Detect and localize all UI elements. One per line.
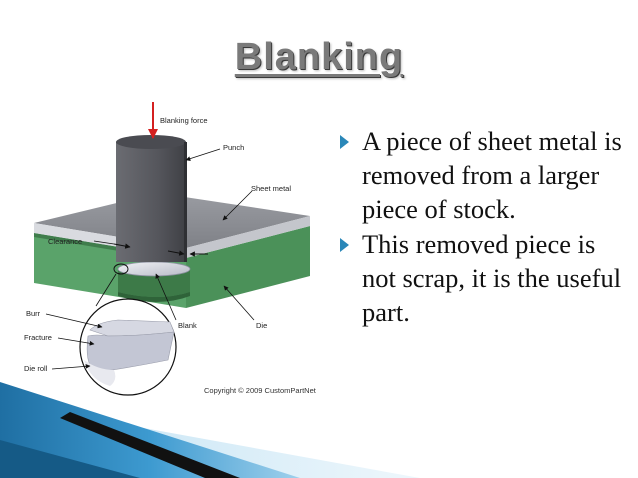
bullet-item: This removed piece is not scrap, it is t… [336, 227, 626, 329]
label-die-roll: Die roll [24, 364, 48, 373]
detail-connector [95, 273, 117, 307]
blank-piece [117, 261, 191, 277]
label-clearance: Clearance [48, 237, 82, 246]
blank-leader [155, 273, 177, 321]
label-blank: Blank [178, 321, 197, 330]
label-sheet-metal: Sheet metal [251, 184, 291, 193]
label-punch: Punch [223, 143, 244, 152]
label-burr: Burr [26, 309, 41, 318]
copyright-text: Copyright © 2009 CustomPartNet [204, 386, 317, 395]
bottom-wave-decoration [0, 382, 420, 478]
bullet-text: This removed piece is not scrap, it is t… [362, 229, 622, 327]
clearance-leader [93, 240, 115, 245]
clearance-arrow-mid [167, 250, 185, 256]
bullet-text: A piece of sheet metal is removed from a… [362, 126, 622, 224]
sheet-metal-leader [222, 190, 253, 221]
label-blanking-force: Blanking force [160, 116, 208, 125]
blanking-diagram: Blanking force Punch Sheet metal Clearan… [24, 102, 317, 396]
clearance-arrow-left [113, 243, 131, 249]
edge-detail [79, 298, 177, 396]
burr-leader [45, 313, 103, 329]
punch-leader [185, 148, 221, 161]
punch [116, 135, 187, 262]
label-die: Die [256, 321, 267, 330]
bullet-arrow-icon [340, 238, 349, 252]
slide-title: Blanking [234, 36, 404, 78]
fracture-leader [57, 337, 95, 346]
label-fracture: Fracture [24, 333, 52, 342]
die-leader [223, 285, 255, 321]
bullet-arrow-icon [340, 135, 349, 149]
bullet-list: A piece of sheet metal is removed from a… [336, 124, 626, 330]
detail-marker [113, 263, 129, 275]
die-roll-leader [51, 363, 91, 370]
bullet-item: A piece of sheet metal is removed from a… [336, 124, 626, 226]
